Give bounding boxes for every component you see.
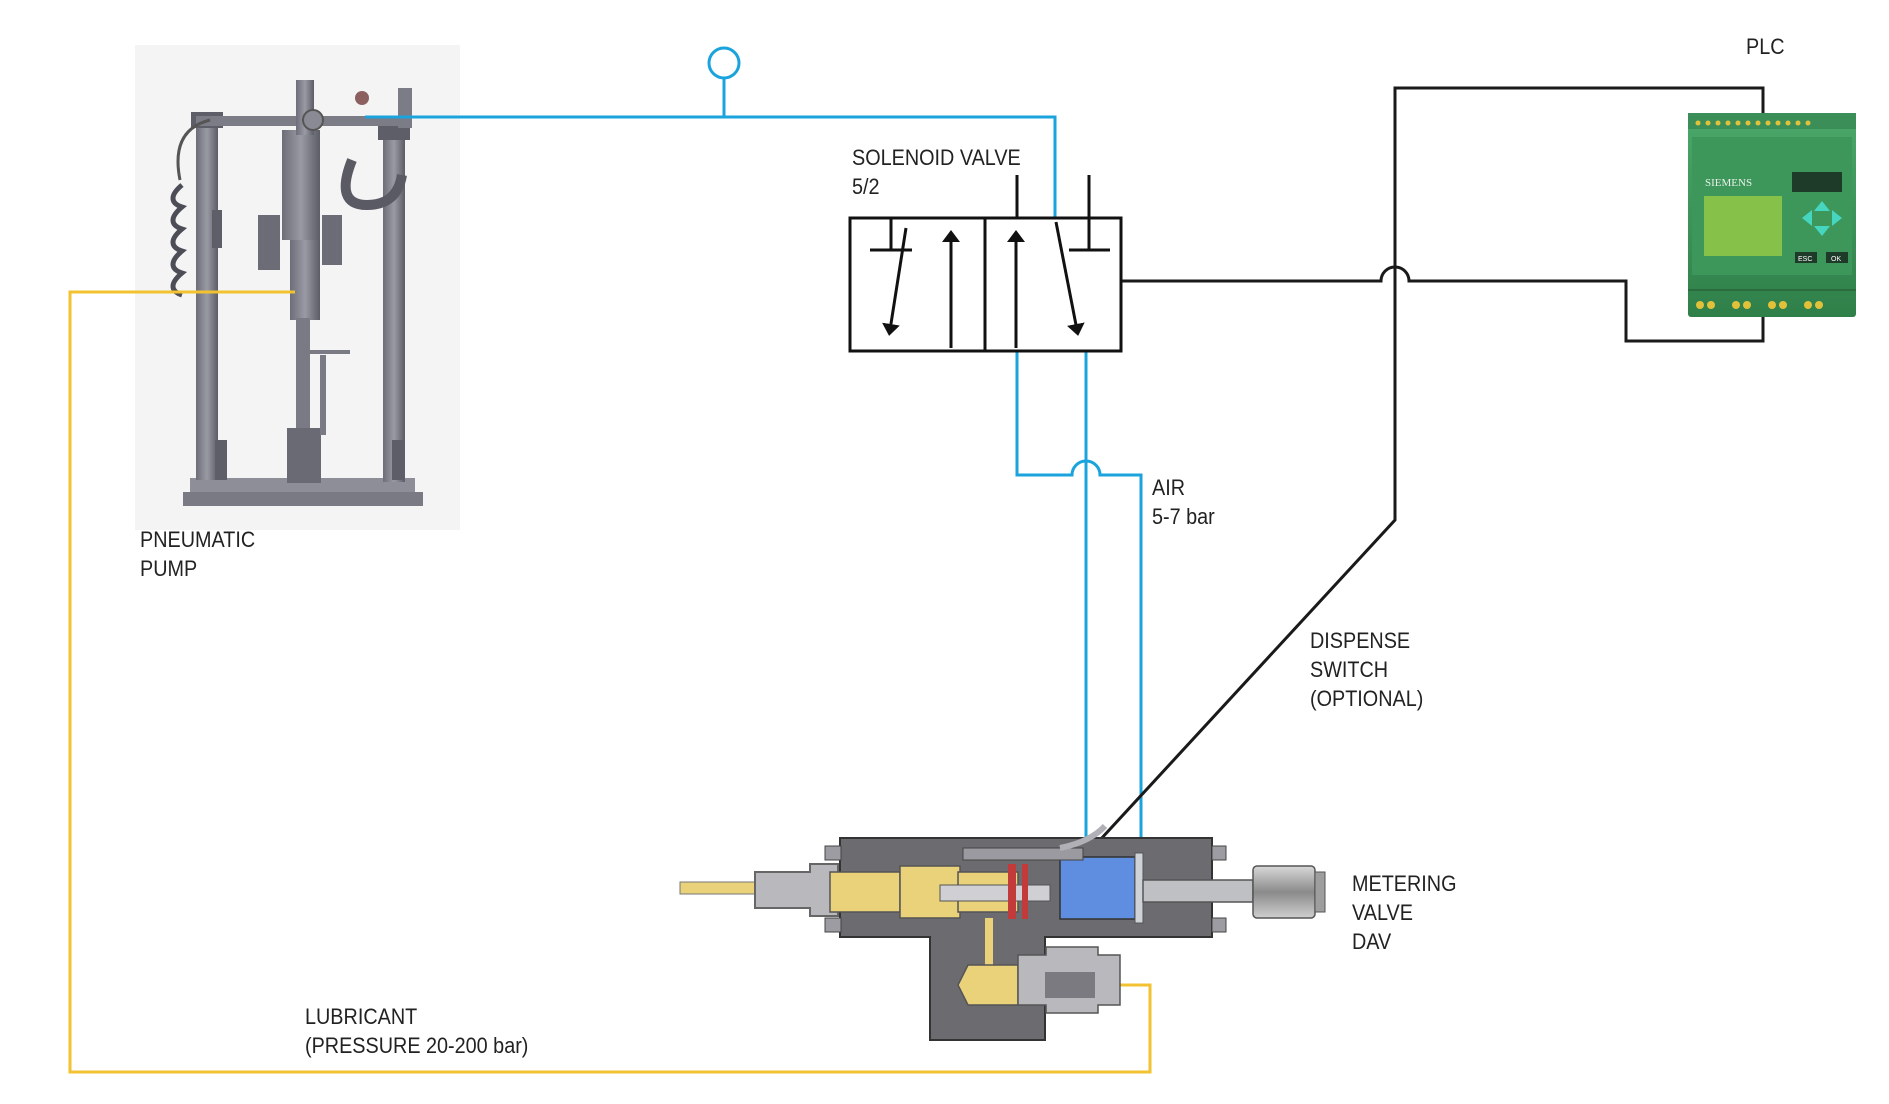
- lubricant-label: LUBRICANT (PRESSURE 20-200 bar): [305, 1002, 528, 1060]
- dispense-label-line-3: (OPTIONAL): [1310, 686, 1424, 711]
- solenoid-label-line-2: 5/2: [852, 174, 880, 199]
- air-line-a: [1015, 350, 1143, 840]
- air-supply-line: [365, 115, 1057, 218]
- plc-screen: [1704, 196, 1782, 256]
- plc-esc-key: ESC: [1798, 256, 1812, 263]
- air-label-line-1: AIR: [1152, 475, 1186, 500]
- plc-label: PLC: [1746, 32, 1785, 61]
- metering-valve-label: METERING VALVE DAV: [1352, 869, 1457, 956]
- lubricant-label-line-1: LUBRICANT: [305, 1004, 418, 1029]
- air-label-line-2: 5-7 bar: [1152, 504, 1215, 529]
- pump-label-line-1: PNEUMATIC: [140, 527, 256, 552]
- metering-label-line-3: DAV: [1352, 929, 1392, 954]
- solenoid-valve-label: SOLENOID VALVE 5/2: [852, 143, 1021, 201]
- air-pressure-label: AIR 5-7 bar: [1152, 473, 1215, 531]
- plc-brand: SIEMENS: [1705, 177, 1752, 189]
- pressure-gauge-symbol: [707, 46, 741, 80]
- solenoid-label-line-1: SOLENOID VALVE: [852, 145, 1021, 170]
- metering-valve: [679, 823, 1326, 1041]
- plc-device: SIEMENS ESC OK: [1688, 113, 1856, 317]
- lubricant-label-line-2: (PRESSURE 20-200 bar): [305, 1033, 529, 1058]
- pneumatic-pump: [135, 45, 460, 530]
- dispense-label-line-2: SWITCH: [1310, 657, 1389, 682]
- metering-label-line-2: VALVE: [1352, 900, 1413, 925]
- metering-label-line-1: METERING: [1352, 871, 1457, 896]
- solenoid-valve-symbol: [848, 175, 1123, 353]
- plc-ok-key: OK: [1831, 256, 1841, 263]
- dispense-switch-label: DISPENSE SWITCH (OPTIONAL): [1310, 626, 1423, 713]
- dispense-label-line-1: DISPENSE: [1310, 628, 1411, 653]
- pneumatic-pump-label: PNEUMATIC PUMP: [140, 525, 255, 583]
- solenoid-signal-line: [1121, 265, 1765, 343]
- pump-label-line-2: PUMP: [140, 556, 198, 581]
- plc-label-text: PLC: [1746, 34, 1785, 59]
- dispense-switch-signal-line: [1098, 86, 1765, 842]
- lubricant-line: [68, 290, 1152, 1074]
